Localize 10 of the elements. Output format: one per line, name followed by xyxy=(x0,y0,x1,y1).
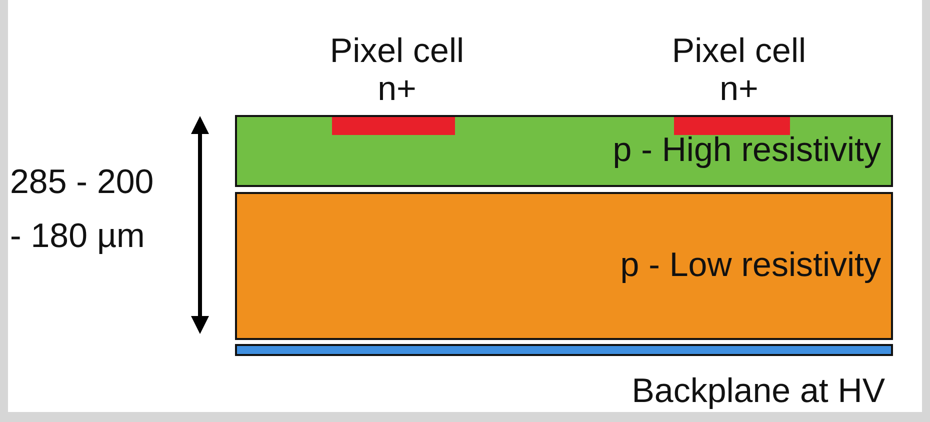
doping-label: n+ xyxy=(378,70,416,108)
layer-label: p - Low resistivity xyxy=(620,246,881,284)
doping-label: n+ xyxy=(720,70,758,108)
pixel-cell-label: Pixel cell xyxy=(672,32,806,70)
low-resistivity-layer xyxy=(235,192,893,340)
layer-label: p - High resistivity xyxy=(612,131,881,169)
dimension-label: 285 - 200 - 180 µm xyxy=(10,162,155,257)
pixel-cell-label: Pixel cell xyxy=(330,32,464,70)
backplane-label: Backplane at HV xyxy=(632,372,885,410)
backplane-bar xyxy=(235,344,893,356)
